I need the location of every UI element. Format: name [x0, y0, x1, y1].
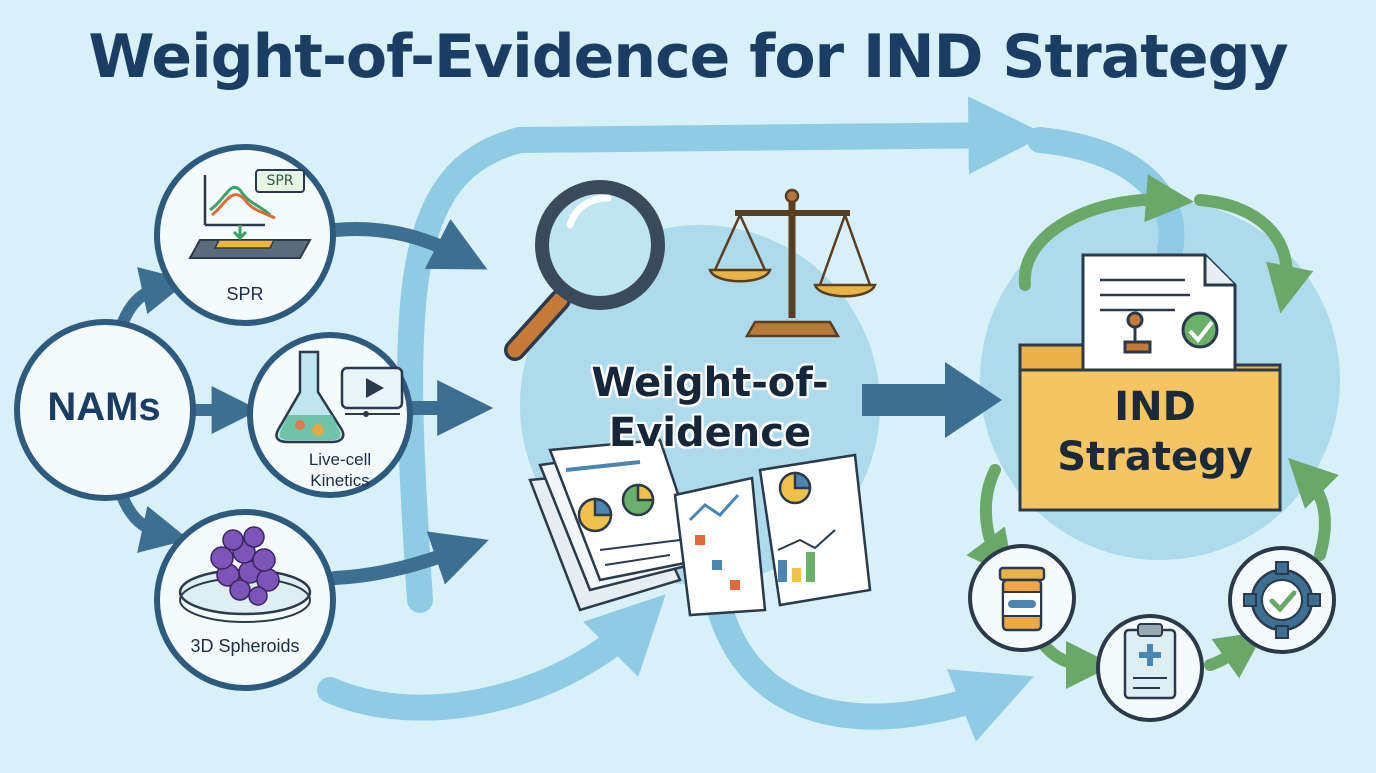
- live-cell-node: [247, 332, 413, 498]
- bottom-left-loop-arrow: [317, 594, 666, 721]
- weight-of-evidence-label: Weight-of- Evidence: [540, 358, 880, 458]
- woe-line2: Evidence: [608, 410, 812, 456]
- nams-label: NAMs: [47, 385, 161, 429]
- nams-circle: [14, 319, 196, 501]
- evidence-reports-icon: [528, 438, 872, 617]
- spr-axes: [203, 175, 265, 227]
- spheroids-label: 3D Spheroids: [190, 636, 300, 656]
- medication-bottle-node: [968, 544, 1076, 652]
- spr-node: [154, 144, 336, 326]
- background-flow-arrows: [317, 96, 1185, 742]
- bottom-right-loop-arrow: [707, 597, 1034, 742]
- gear-check-node: [1228, 546, 1336, 654]
- top-loop-arrow: [397, 96, 1047, 613]
- live-cell-label-line2: Kinetics: [310, 471, 370, 490]
- ind-line2: Strategy: [1057, 434, 1253, 480]
- scales-of-justice-icon: [708, 188, 877, 338]
- woe-line1: Weight-of-: [591, 360, 829, 406]
- ind-line1: IND: [1114, 384, 1196, 430]
- cycle-arrows: [966, 174, 1339, 689]
- main-arrow: [862, 362, 1002, 438]
- ind-strategy-label: IND Strategy: [1030, 382, 1280, 482]
- spheroid-cluster-icon: [210, 526, 280, 606]
- evidence-arrows: [328, 219, 494, 585]
- live-cell-label-line1: Live-cell: [308, 450, 372, 469]
- spr-label: SPR: [226, 284, 264, 304]
- spr-curve-green: [209, 186, 272, 217]
- ind-folder-icon: [1018, 253, 1282, 512]
- diagram-title: Weight-of-Evidence for IND Strategy: [88, 22, 1288, 92]
- magnifying-glass-icon: [504, 180, 665, 361]
- spr-chip-label: SPR: [266, 173, 294, 189]
- check-icon: [1269, 590, 1297, 613]
- medication-bottle-icon: [998, 566, 1046, 582]
- spr-curve-orange: [211, 193, 276, 220]
- clipboard-node: [1096, 614, 1204, 722]
- spheroids-node: [154, 509, 336, 691]
- live-cell-label: Live-cell Kinetics: [280, 449, 400, 491]
- spr-chip-badge: [255, 169, 305, 193]
